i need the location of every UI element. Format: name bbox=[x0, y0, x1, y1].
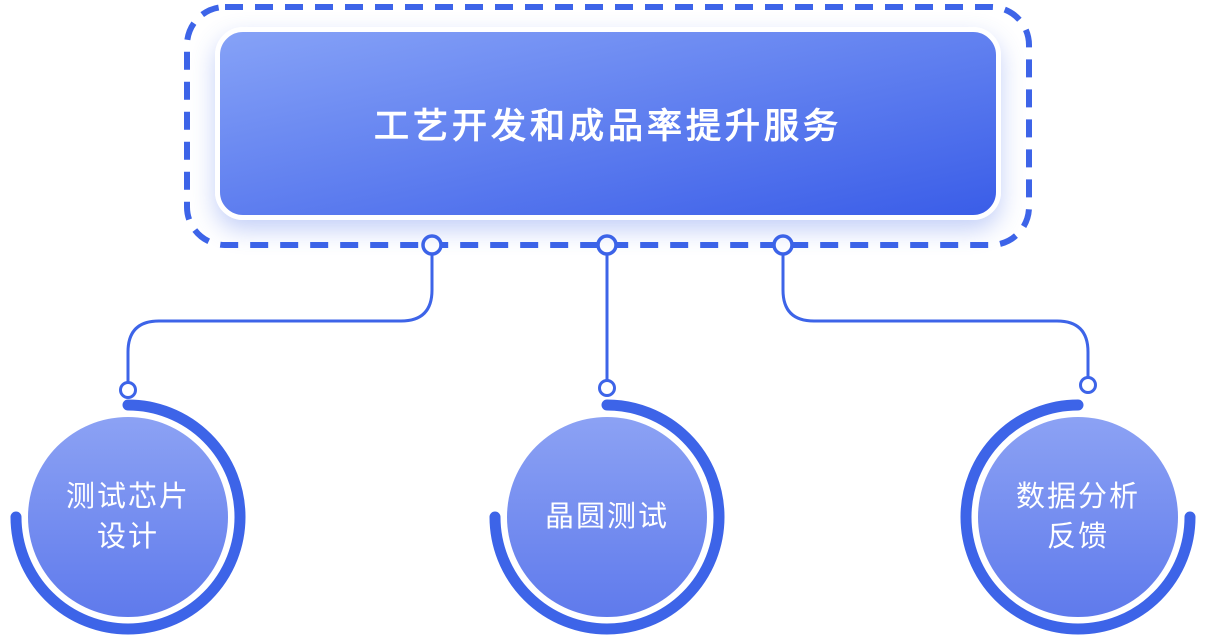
connector-line-right bbox=[781, 250, 1090, 379]
connector-line-left bbox=[126, 250, 434, 384]
dashed-border-frame bbox=[184, 4, 1032, 248]
connector-dot-top-right bbox=[772, 234, 794, 256]
connector-dot-top-left bbox=[421, 234, 443, 256]
leaf-node-label-test-chip-design: 测试芯片 设计 bbox=[65, 480, 190, 553]
ring-arc-right bbox=[960, 399, 1196, 635]
leaf-node-wafer-test: 晶圆测试 bbox=[507, 417, 707, 617]
leaf-node-label-data-analysis-feedback: 数据分析 反馈 bbox=[1015, 480, 1140, 553]
leaf-node-data-analysis-feedback: 数据分析 反馈 bbox=[978, 417, 1178, 617]
root-node-label: 工艺开发和成品率提升服务 bbox=[373, 107, 842, 146]
ring-arc-left bbox=[10, 399, 246, 635]
leaf-node-label-wafer-test: 晶圆测试 bbox=[544, 500, 669, 533]
connector-dot-leaf-left bbox=[119, 381, 137, 399]
connector-dot-leaf-right bbox=[1079, 376, 1097, 394]
leaf-node-test-chip-design: 测试芯片 设计 bbox=[28, 417, 228, 617]
connector-dot-top-middle bbox=[596, 234, 618, 256]
ring-arc-middle bbox=[489, 399, 725, 635]
connector-dot-leaf-middle bbox=[598, 379, 616, 397]
root-node: 工艺开发和成品率提升服务 bbox=[215, 27, 1001, 220]
